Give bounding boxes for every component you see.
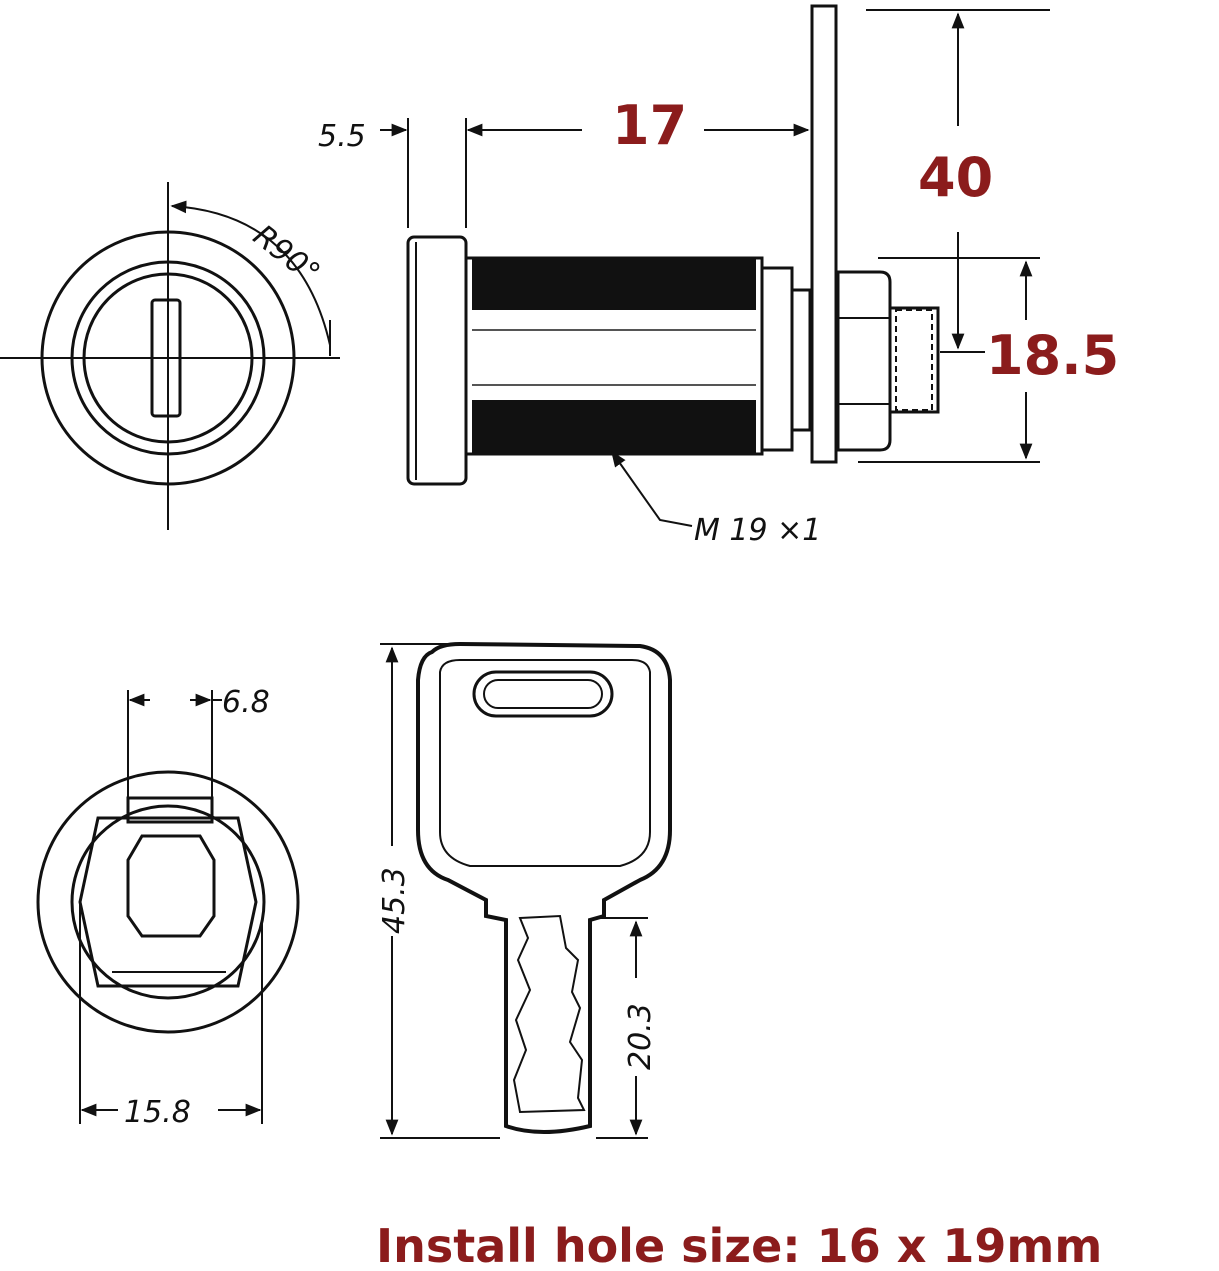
dim-nut-label: 18.5 xyxy=(986,324,1119,387)
thread-bottom xyxy=(472,400,756,454)
collar xyxy=(760,266,794,452)
back-view: 6.8 15.8 xyxy=(36,685,300,1130)
screw xyxy=(888,306,940,414)
thread-top xyxy=(472,258,756,310)
hex-nut xyxy=(836,270,892,452)
key-slot xyxy=(150,298,182,418)
dim-slot-label: 6.8 xyxy=(222,685,270,720)
dim-total-label: 45.3 xyxy=(377,867,412,934)
dim-flange-label: 5.5 xyxy=(318,119,366,154)
rotation-arc xyxy=(170,200,331,346)
center-hex xyxy=(126,834,216,938)
thread-label: M 19 ×1 xyxy=(694,513,821,548)
key-hole xyxy=(472,670,614,718)
install-hole-caption: Install hole size: 16 x 19mm xyxy=(376,1219,1102,1271)
dim-width-label: 15.8 xyxy=(124,1095,191,1130)
front-view: R90° xyxy=(0,182,340,530)
side-view: 5.5 17 40 18.5 M 19 ×1 xyxy=(318,4,1119,548)
washer xyxy=(790,288,812,432)
key-view: 45.3 20.3 xyxy=(377,641,672,1139)
dim-length-label: 17 xyxy=(612,94,687,157)
cam-plate xyxy=(810,4,838,464)
key-bitting xyxy=(512,914,586,1114)
key-outline xyxy=(416,641,672,1134)
hex-outline xyxy=(78,816,258,988)
dim-cam-length-label: 40 xyxy=(918,146,993,209)
dim-blade-label: 20.3 xyxy=(623,1003,658,1070)
angle-label: R90° xyxy=(246,218,326,291)
